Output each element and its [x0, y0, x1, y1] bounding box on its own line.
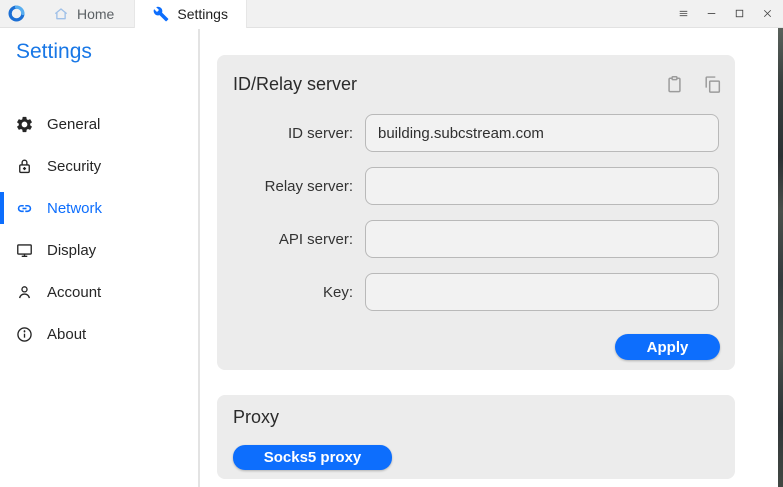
relay-server-input[interactable] [365, 167, 719, 205]
api-server-label: API server: [278, 230, 353, 248]
key-input[interactable] [365, 273, 719, 311]
settings-page-title: Settings [16, 40, 92, 63]
sidebar-item-about[interactable]: About [0, 313, 198, 355]
card-header: ID/Relay server [217, 55, 735, 101]
socks5-proxy-button[interactable]: Socks5 proxy [233, 445, 392, 470]
tab-home[interactable]: Home [33, 0, 134, 28]
paste-icon[interactable] [661, 71, 687, 97]
id-relay-server-card: ID/Relay server ID server [217, 55, 735, 370]
tab-settings-label: Settings [177, 5, 228, 22]
key-label: Key: [322, 283, 353, 301]
api-server-input[interactable] [365, 220, 719, 258]
field-row-api-server: API server: [233, 220, 719, 258]
copy-icon[interactable] [699, 71, 725, 97]
sidebar-item-general[interactable]: General [0, 103, 198, 145]
sidebar-item-label: Network [47, 199, 103, 217]
home-icon [53, 6, 69, 22]
settings-menu: General Security [0, 103, 198, 355]
sidebar-item-security[interactable]: Security [0, 145, 198, 187]
info-icon [15, 325, 34, 344]
maximize-icon[interactable] [725, 0, 753, 28]
sidebar-item-label: About [47, 325, 87, 343]
sidebar-item-label: Security [47, 157, 102, 175]
active-indicator [0, 192, 4, 224]
window-controls [669, 0, 781, 28]
gear-icon [15, 115, 34, 134]
lock-icon [15, 157, 34, 176]
proxy-card: Proxy Socks5 proxy [217, 395, 735, 479]
id-server-label: ID server: [287, 124, 353, 142]
titlebar: Home Settings [0, 0, 783, 28]
tab-home-label: Home [77, 5, 115, 22]
close-icon[interactable] [753, 0, 781, 28]
tab-settings[interactable]: Settings [134, 0, 247, 28]
settings-sidebar: Settings General [0, 29, 200, 487]
sidebar-item-label: Display [47, 241, 97, 259]
sidebar-item-display[interactable]: Display [0, 229, 198, 271]
field-row-key: Key: [233, 273, 719, 311]
server-fields: ID server: Relay server: API server: Key… [233, 114, 719, 326]
rustdesk-logo-icon [8, 5, 25, 22]
sidebar-item-label: General [47, 115, 101, 133]
field-row-relay-server: Relay server: [233, 167, 719, 205]
background-window-edge [778, 28, 783, 487]
settings-content: ID/Relay server ID server [202, 29, 783, 487]
card-title: ID/Relay server [233, 73, 358, 94]
sidebar-item-label: Account [47, 283, 102, 301]
proxy-card-title: Proxy [233, 407, 280, 427]
relay-server-label: Relay server: [264, 177, 353, 195]
sidebar-item-network[interactable]: Network [0, 187, 198, 229]
id-server-input[interactable] [365, 114, 719, 152]
link-icon [15, 199, 34, 218]
person-icon [15, 283, 34, 302]
sidebar-item-account[interactable]: Account [0, 271, 198, 313]
wrench-icon [153, 6, 169, 22]
minimize-icon[interactable] [697, 0, 725, 28]
hamburger-menu-icon[interactable] [669, 0, 697, 28]
monitor-icon [15, 241, 34, 260]
apply-button[interactable]: Apply [615, 334, 720, 360]
field-row-id-server: ID server: [233, 114, 719, 152]
